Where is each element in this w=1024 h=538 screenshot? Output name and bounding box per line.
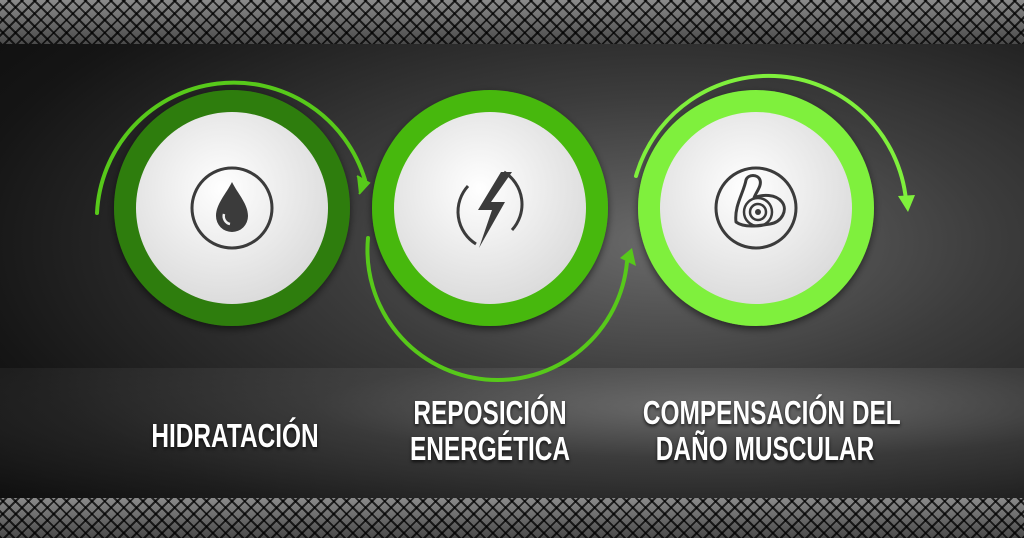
step-1-label-line-1: HIDRATACIÓN — [151, 417, 319, 454]
step-3-label-line-2: DAÑO MUSCULAR — [655, 430, 875, 467]
step-3-circle — [638, 90, 874, 326]
step-2-label: REPOSICIÓN ENERGÉTICA — [401, 395, 579, 467]
flexed-arm-icon — [714, 166, 798, 250]
inner-circle — [660, 112, 852, 304]
step-1-label: HIDRATACIÓN — [143, 418, 328, 454]
step-2-label-line-2: ENERGÉTICA — [409, 430, 571, 467]
water-drop-icon — [190, 166, 274, 250]
arrow-1-arc — [95, 80, 371, 215]
step-2-label-line-1: REPOSICIÓN — [413, 394, 567, 431]
top-mesh-band — [0, 0, 1024, 44]
floor-glow — [0, 368, 1024, 498]
step-2-circle — [372, 90, 608, 326]
arrow-2-arc — [365, 236, 636, 383]
bottom-mesh-band — [0, 498, 1024, 538]
step-1-circle — [114, 90, 350, 326]
arrow-head — [898, 195, 915, 212]
step-3-label-line-1: COMPENSACIÓN DEL — [642, 394, 901, 431]
step-3-label: COMPENSACIÓN DEL DAÑO MUSCULAR — [642, 394, 901, 467]
arrow-head — [356, 175, 371, 195]
lightning-bolt-icon — [456, 170, 524, 248]
arrow-head — [620, 248, 636, 266]
arrow-3-arc — [634, 73, 915, 212]
